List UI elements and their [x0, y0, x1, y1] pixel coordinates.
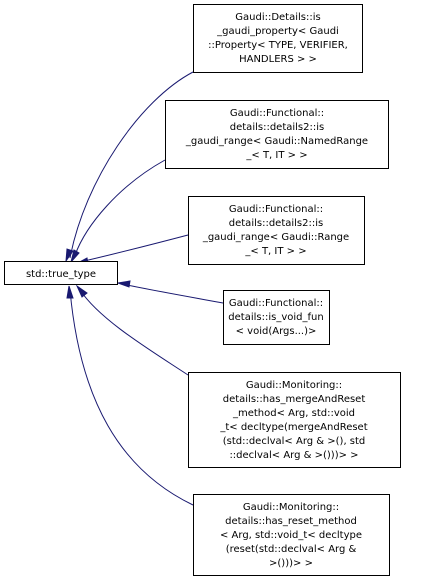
node-line: _< T, IT > >	[245, 150, 307, 161]
node-line: details::details2::is	[229, 218, 323, 229]
node-line: _method< Arg, std::void	[232, 408, 355, 419]
node-line: details::has_mergeAndReset	[223, 394, 366, 405]
node-line: Gaudi::Functional::	[229, 204, 323, 215]
node-line: Gaudi::Monitoring::	[243, 502, 339, 513]
edges	[65, 71, 224, 506]
edge-is-gaudi-range	[79, 234, 189, 263]
arrowhead-is-gaudi-range-named	[70, 249, 80, 263]
node-line: (std::declval< Arg & >(), std	[223, 436, 366, 447]
node-line: Gaudi::Monitoring::	[246, 380, 342, 391]
edge-is-void-fun	[121, 283, 224, 304]
node-line: ::Property< TYPE, VERIFIER,	[208, 40, 348, 51]
node-is-void-fun[interactable]: Gaudi::Functional:: details::is_void_fun…	[223, 290, 330, 345]
node-line: >()))> >	[269, 558, 313, 569]
edge-is-gaudi-range-named	[73, 159, 166, 259]
edge-is-gaudi-property	[69, 71, 194, 259]
node-has-merge-and-reset[interactable]: Gaudi::Monitoring:: details::has_mergeAn…	[188, 372, 401, 468]
arrowhead-is-void-fun	[116, 280, 131, 288]
edge-has-merge-and-reset	[79, 289, 189, 376]
node-line: ::declval< Arg & >()))> >	[229, 450, 358, 461]
node-is-gaudi-range[interactable]: Gaudi::Functional:: details::details2::i…	[188, 196, 365, 265]
node-is-gaudi-property[interactable]: Gaudi::Details::is _gaudi_property< Gaud…	[193, 4, 363, 73]
node-label: std::true_type	[26, 269, 96, 280]
node-line: details::details2::is	[230, 122, 324, 133]
arrowhead-has-reset-method	[66, 285, 74, 299]
node-line: Gaudi::Functional::	[229, 298, 323, 309]
node-line: (reset(std::declval< Arg &	[226, 544, 357, 555]
arrowhead-is-gaudi-property	[65, 248, 74, 263]
node-is-gaudi-range-named[interactable]: Gaudi::Functional:: details::details2::i…	[165, 100, 389, 169]
node-line: < void(Args...)>	[236, 326, 317, 337]
node-line: _t< decltype(mergeAndReset	[219, 422, 367, 433]
node-line: _< T, IT > >	[244, 246, 306, 257]
arrowhead-has-merge-and-reset	[75, 284, 88, 298]
node-line: HANDLERS > >	[239, 54, 317, 65]
node-line: Gaudi::Functional::	[230, 108, 324, 119]
node-line: details::has_reset_method	[225, 516, 357, 527]
node-line: < Arg, std::void_t< decltype	[220, 530, 362, 541]
node-line: _gaudi_property< Gaudi	[216, 26, 339, 37]
node-line: details::is_void_fun	[228, 312, 323, 323]
edge-has-reset-method	[69, 289, 194, 506]
node-line: Gaudi::Details::is	[235, 12, 320, 23]
node-std-true-type[interactable]: std::true_type	[4, 261, 118, 285]
node-has-reset-method[interactable]: Gaudi::Monitoring:: details::has_reset_m…	[193, 494, 390, 576]
node-line: _gaudi_range< Gaudi::NamedRange	[185, 136, 368, 147]
node-line: _gaudi_range< Gaudi::Range	[202, 232, 349, 243]
